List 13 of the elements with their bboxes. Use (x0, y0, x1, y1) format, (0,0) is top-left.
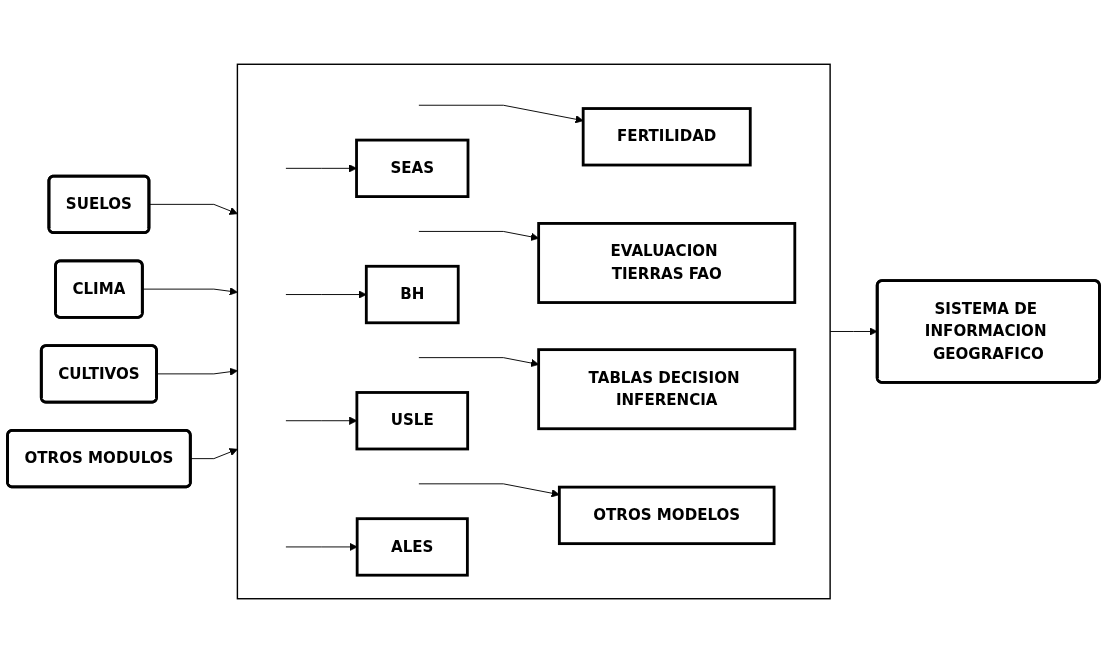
process-box: SUELOS (47, 174, 151, 235)
process-box: EVALUACION TIERRAS FAO (537, 222, 797, 304)
process-box: OTROS MODULOS (6, 428, 192, 489)
process-box: SEAS (355, 138, 470, 198)
process-box: CULTIVOS (39, 344, 158, 404)
process-box: BH (364, 264, 460, 325)
process-box: OTROS MODELOS (557, 485, 776, 546)
process-box: SISTEMA DE INFORMACION GEOGRAFICO (875, 279, 1101, 384)
process-box: CLIMA (54, 259, 144, 319)
process-box: FERTILIDAD (581, 107, 752, 167)
process-box: ALES (355, 517, 469, 577)
process-box: USLE (355, 391, 470, 451)
process-box: TABLAS DECISION INFERENCIA (537, 348, 797, 431)
